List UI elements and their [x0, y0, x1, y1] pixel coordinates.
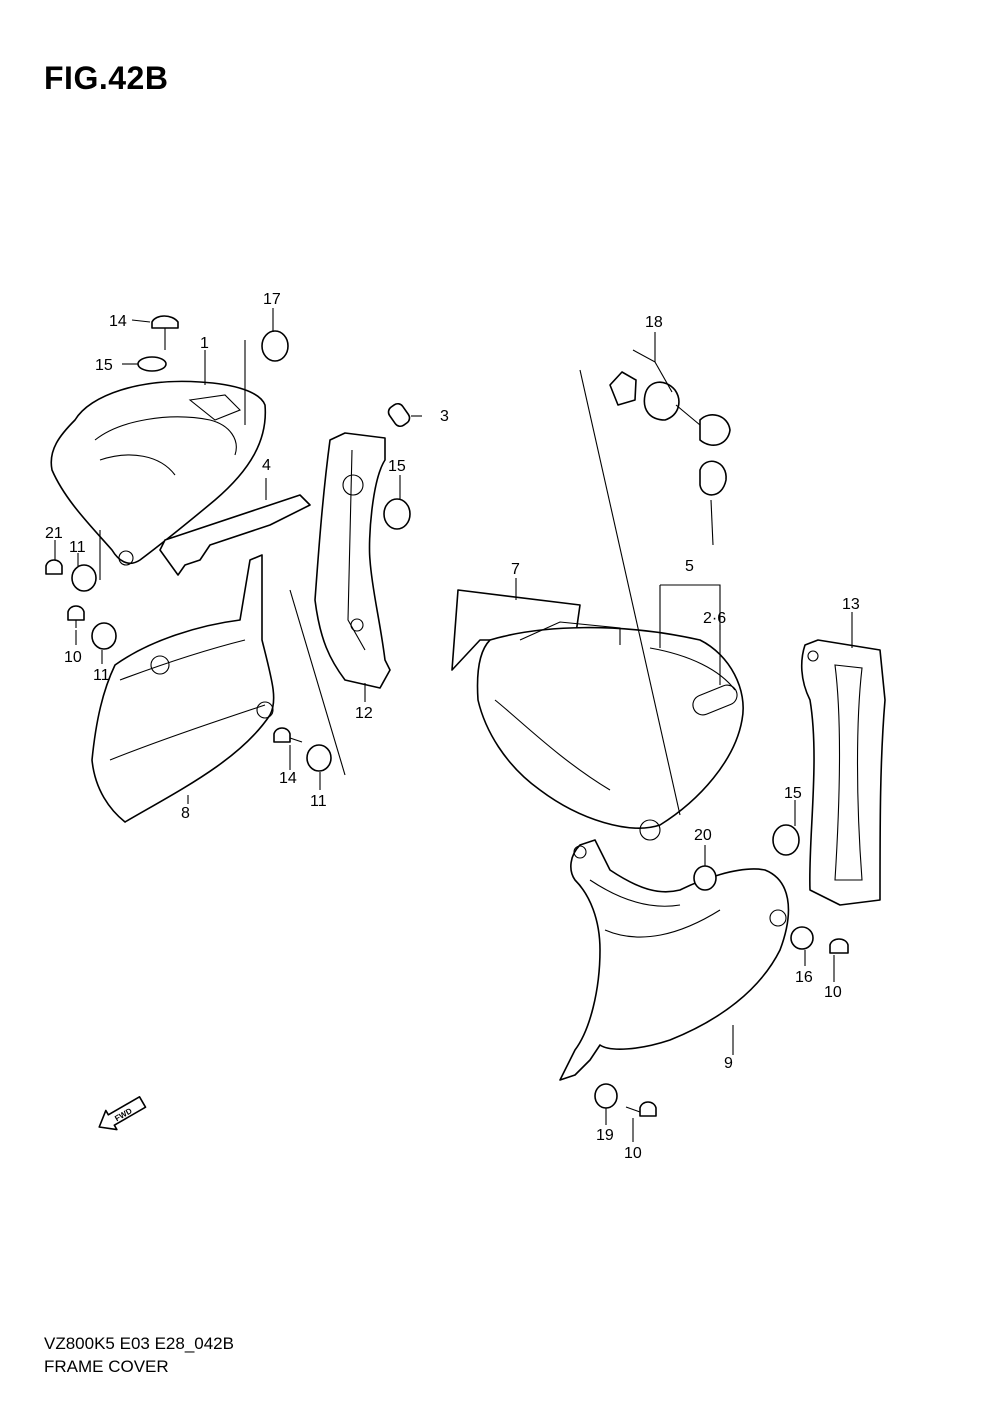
- callout-10-left: 10: [64, 649, 82, 666]
- callout-15-top: 15: [95, 357, 113, 374]
- callout-15-mid: 15: [388, 458, 406, 475]
- callout-8: 8: [181, 805, 190, 822]
- callout-15-right: 15: [784, 785, 802, 802]
- callout-18: 19: [596, 1127, 614, 1144]
- callout-9: 9: [724, 1055, 733, 1072]
- callout-5: 5: [685, 558, 694, 575]
- callout-21: 21: [45, 525, 63, 542]
- callout-7: 7: [511, 561, 520, 578]
- callout-20: 20: [694, 827, 712, 844]
- part-1-upper-cover: [50, 340, 267, 580]
- callout-labels: 14 15 1 17 3 5 4 15 21 11 10 11 12 8 14 …: [45, 291, 860, 1162]
- section-name: FRAME COVER: [44, 1357, 169, 1376]
- part-5-side-cover: [476, 621, 744, 841]
- part-19-key-lock: [609, 371, 731, 546]
- hardware-parts: [45, 315, 849, 1117]
- callout-11-a: 11: [69, 539, 86, 556]
- callout-19: 18: [645, 314, 663, 331]
- part-9-lower-cover: [559, 839, 790, 1081]
- part-4-plate: [159, 494, 311, 576]
- callout-11-b: 11: [93, 667, 110, 684]
- callout-14-top: 14: [109, 313, 127, 330]
- part-8-lower-cover: [91, 554, 275, 823]
- callout-14-mid: 14: [279, 770, 297, 787]
- callout-13: 13: [842, 596, 860, 613]
- callout-3: 3: [440, 408, 449, 425]
- callout-11-c: 11: [310, 793, 327, 810]
- callout-16: 17: [263, 291, 281, 308]
- model-code: VZ800K5 E03 E28_042B: [44, 1334, 234, 1353]
- callout-10-bottom: 10: [624, 1145, 642, 1162]
- callout-17: 16: [795, 969, 813, 986]
- part-12-bracket: [314, 432, 391, 689]
- callout-12: 12: [355, 705, 373, 722]
- callout-1: 1: [200, 335, 209, 352]
- callout-2-6: 2·6: [703, 610, 726, 627]
- leader-lines: [54, 308, 853, 1142]
- part-13-rear-bracket: [800, 639, 886, 906]
- fwd-arrow: FWD: [98, 1096, 147, 1131]
- callout-4-label: 4: [262, 457, 271, 474]
- callout-10-right: 10: [824, 984, 842, 1001]
- figure-title: FIG.42B: [44, 60, 169, 96]
